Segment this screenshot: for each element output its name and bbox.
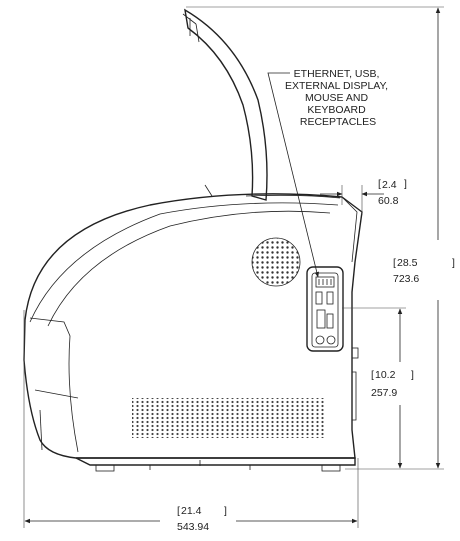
display-port: [316, 309, 326, 329]
svg-text:[: [: [371, 369, 374, 381]
dim-port-height: [ 10.2 ] 257.9: [342, 307, 414, 469]
svg-text:]: ]: [411, 369, 414, 381]
lid-offset-inches: 2.4: [382, 179, 397, 191]
total-height-inches: 28.5: [397, 257, 418, 269]
speaker-grille: [251, 237, 301, 287]
svg-text:]: ]: [452, 257, 455, 269]
callout-line-2: EXTERNAL DISPLAY,: [285, 80, 388, 92]
display-port: [326, 313, 334, 329]
open-lid: [184, 8, 268, 201]
callout-line-1: ETHERNET, USB,: [294, 68, 380, 80]
port-panel: [306, 266, 344, 352]
svg-text:]: ]: [404, 178, 407, 190]
base: [75, 457, 356, 466]
total-depth-inches: 21.4: [181, 505, 202, 517]
receptacles-callout: ETHERNET, USB, EXTERNAL DISPLAY, MOUSE A…: [267, 68, 391, 278]
rear-foot: [321, 464, 341, 472]
lid-offset-mm: 60.8: [378, 195, 399, 207]
outer-shell: [23, 193, 363, 459]
usb-port: [326, 291, 334, 305]
svg-text:[: [: [378, 178, 381, 190]
svg-text:[: [: [393, 257, 396, 269]
svg-text:[: [: [177, 505, 180, 517]
callout-leader-line: [267, 72, 319, 278]
svg-text:ETHERNET, USB, EXTERNAL: ETHERNET, USB, EXTERNAL DISPLAY, MOUSE A…: [285, 68, 391, 128]
bottom-vent: [132, 398, 324, 438]
callout-line-4: KEYBOARD: [307, 104, 366, 116]
ethernet-port: [315, 276, 335, 288]
port-height-mm: 257.9: [371, 387, 397, 399]
dim-total-depth: [ 21.4 ] 543.94: [23, 310, 359, 533]
total-depth-mm: 543.94: [177, 521, 209, 533]
total-height-mm: 723.6: [393, 273, 419, 285]
callout-line-5: RECEPTACLES: [300, 116, 376, 128]
printer-body: [23, 8, 363, 472]
dim-total-height: [ 28.5 ] 723.6: [186, 6, 455, 470]
front-foot: [95, 464, 115, 472]
dim-lid-offset: [ 2.4 ] 60.8: [320, 178, 407, 215]
port-height-inches: 10.2: [375, 369, 396, 381]
callout-line-3: MOUSE AND: [305, 92, 368, 104]
keyboard-port: [326, 335, 336, 345]
svg-text:]: ]: [224, 505, 227, 517]
mouse-port: [315, 335, 325, 345]
usb-port: [315, 291, 323, 305]
